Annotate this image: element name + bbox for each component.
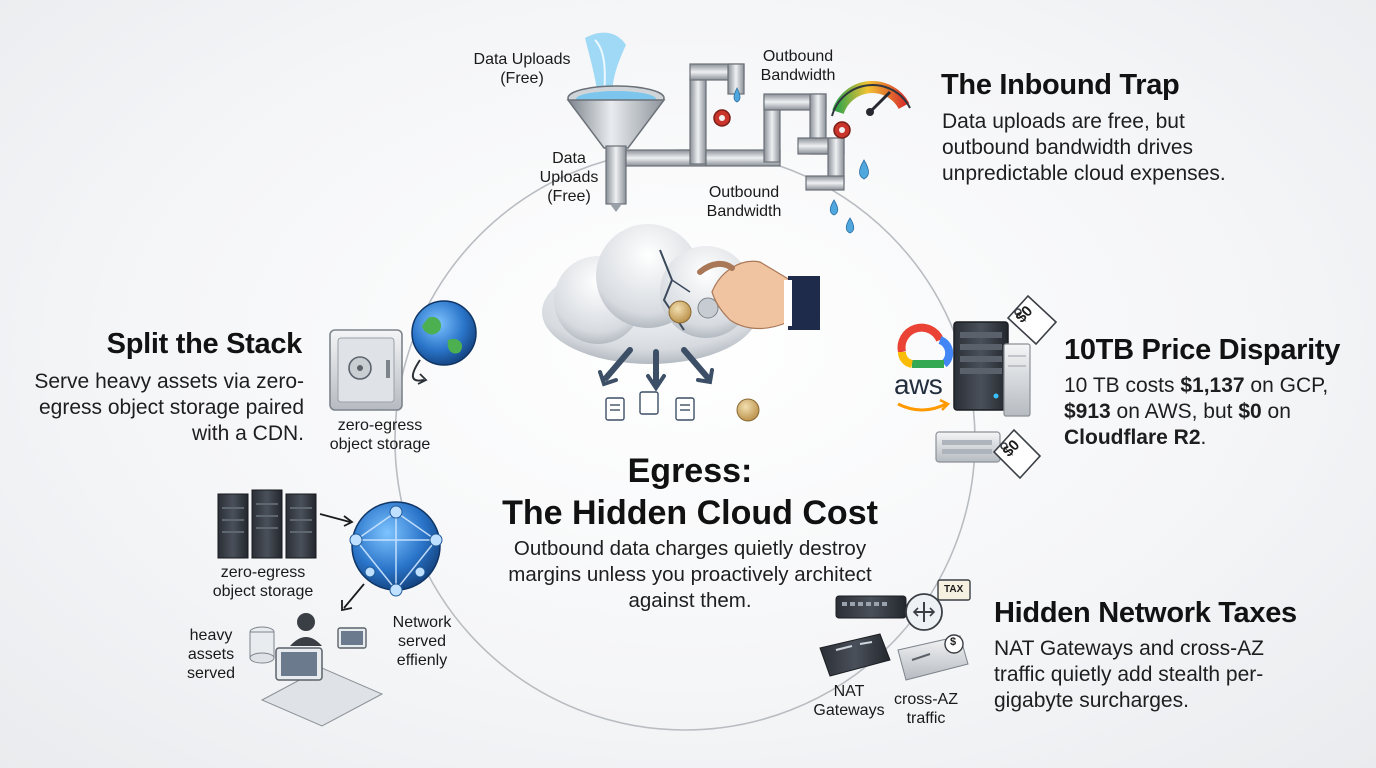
price-highlight: Cloudflare R2 bbox=[1064, 426, 1201, 449]
inbound-trap-heading: The Inbound Trap bbox=[941, 69, 1180, 101]
safe-icon bbox=[329, 329, 403, 411]
network-globe-icon bbox=[341, 501, 443, 612]
coin-icon bbox=[668, 297, 760, 422]
price-text: . bbox=[1200, 426, 1207, 449]
tax-tag-label: TAX bbox=[944, 584, 964, 595]
aws-logo-text: aws bbox=[894, 369, 943, 400]
aws-logo-icon bbox=[897, 398, 951, 412]
label-data-uploads-left: Data Uploads (Free) bbox=[539, 150, 599, 205]
valve-icon bbox=[713, 109, 851, 139]
label-storage-top: zero-egress object storage bbox=[329, 417, 431, 453]
workstation-icon bbox=[249, 613, 384, 727]
price-text: on GCP, bbox=[1244, 374, 1329, 397]
network-taxes-heading: Hidden Network Taxes bbox=[994, 597, 1297, 629]
dollar-badge-label: $ bbox=[950, 636, 957, 648]
label-outbound-top: Outbound Bandwidth bbox=[760, 48, 836, 84]
price-text: on bbox=[1261, 400, 1291, 423]
label-heavy-assets: heavy assets served bbox=[186, 627, 236, 682]
center-title-line1: Egress: bbox=[627, 452, 753, 490]
price-highlight: $0 bbox=[1238, 400, 1262, 423]
water-drop-icon bbox=[733, 87, 869, 234]
gauge-icon bbox=[831, 81, 911, 117]
price-highlight: $913 bbox=[1064, 400, 1111, 423]
label-nat-gateways: NAT Gateways bbox=[813, 683, 885, 719]
pipe-icon bbox=[625, 63, 845, 191]
split-stack-body: Serve heavy assets via zero-egress objec… bbox=[34, 370, 304, 445]
center-title-line2: The Hidden Cloud Cost bbox=[502, 494, 878, 532]
price-tag-icon bbox=[992, 294, 1058, 480]
outflow-arrows bbox=[598, 347, 714, 392]
label-storage-bottom: zero-egress object storage bbox=[212, 564, 314, 600]
globe-icon bbox=[411, 300, 477, 385]
price-disparity-heading: 10TB Price Disparity bbox=[1064, 334, 1341, 366]
price-disparity-body: 10 TB costs $1,137 on GCP, $913 on AWS, … bbox=[1064, 373, 1354, 451]
network-taxes-body: NAT Gateways and cross-AZ traffic quietl… bbox=[994, 637, 1264, 712]
router-icon bbox=[905, 593, 943, 631]
price-text: on AWS, but bbox=[1110, 400, 1239, 423]
document-icon bbox=[605, 391, 695, 421]
label-outbound-bottom: Outbound Bandwidth bbox=[706, 184, 782, 220]
funnel-icon bbox=[566, 32, 666, 212]
tax-tag-icon bbox=[937, 579, 971, 601]
dollar-badge-icon bbox=[944, 634, 964, 654]
label-cross-az: cross-AZ traffic bbox=[894, 691, 958, 727]
server-icon bbox=[935, 321, 1031, 463]
price-highlight: $1,137 bbox=[1180, 374, 1245, 397]
center-title: Egress: The Hidden Cloud Cost bbox=[470, 450, 910, 534]
split-stack-heading: Split the Stack bbox=[106, 328, 303, 360]
hand-icon bbox=[697, 260, 820, 330]
label-network-served: Network served effienly bbox=[392, 614, 452, 669]
data-center-icon bbox=[217, 489, 354, 559]
label-data-uploads-top: Data Uploads (Free) bbox=[473, 51, 571, 87]
price-text: 10 TB costs bbox=[1064, 374, 1181, 397]
inbound-trap-body: Data uploads are free, but outbound band… bbox=[942, 110, 1226, 185]
google-cloud-icon bbox=[897, 323, 954, 368]
center-subtitle: Outbound data charges quietly destroy ma… bbox=[508, 537, 872, 612]
cycle-ring bbox=[394, 149, 976, 731]
